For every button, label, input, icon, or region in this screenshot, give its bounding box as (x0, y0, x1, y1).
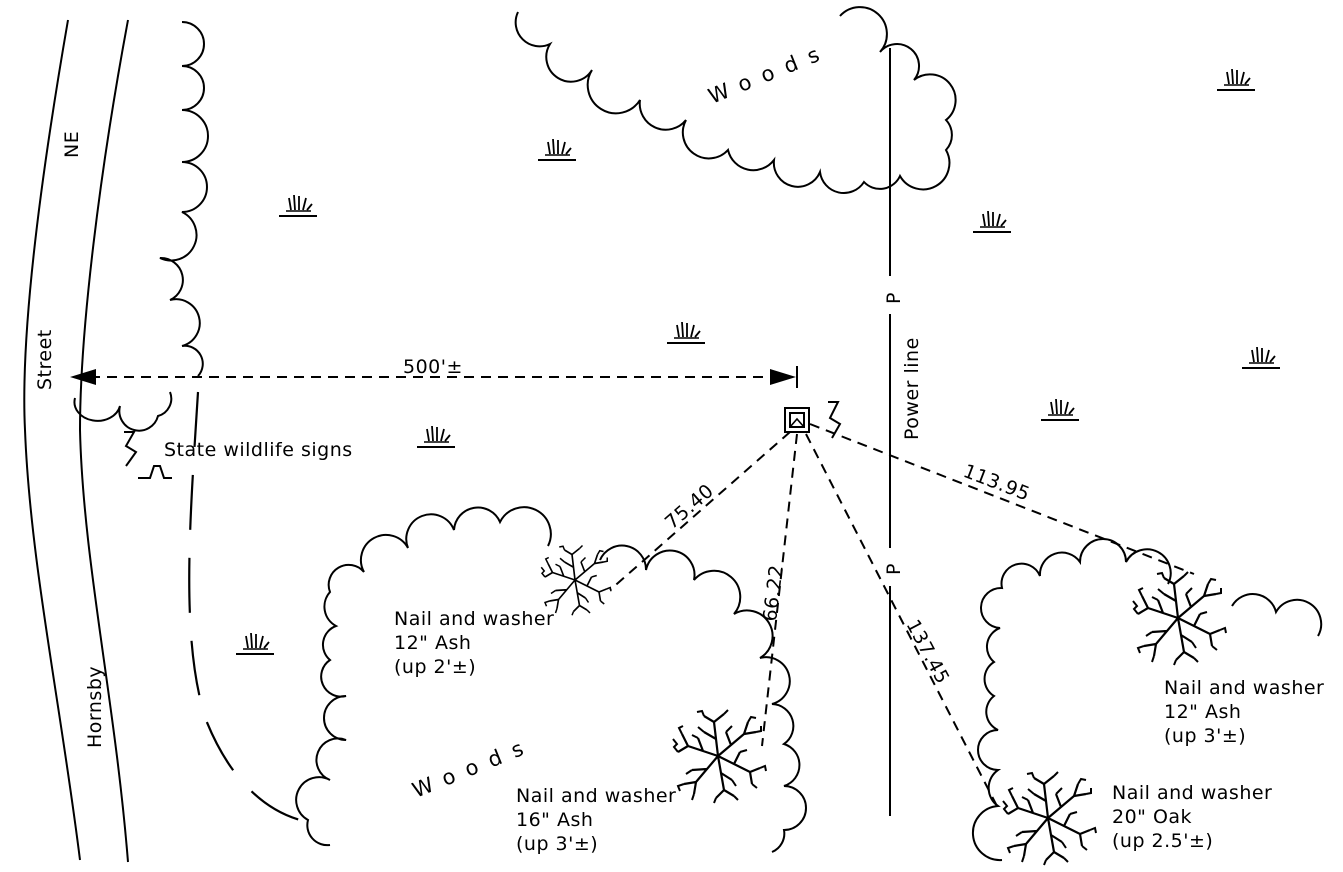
woods-boundary-west (159, 21, 209, 377)
tree-label: Nail and washer 12" Ash (up 2'±) (394, 608, 554, 678)
marsh-grass-icon (235, 632, 275, 655)
tree-label-line2: 16" Ash (516, 809, 593, 831)
woods-boundary-north (514, 6, 957, 195)
signs-label: State wildlife signs (164, 439, 353, 461)
marsh-grass-icon (1241, 346, 1281, 369)
distance-label: 137.45 (902, 616, 954, 688)
tree-icon (1131, 570, 1228, 667)
woods-boundary-west-end (73, 391, 173, 432)
tree-label-line1: Nail and washer (394, 608, 554, 630)
street-edge-east (78, 19, 129, 863)
marsh-grass-icon (972, 210, 1012, 233)
marsh-grass-icon (666, 321, 706, 344)
trail (188, 391, 301, 822)
tree-label: Nail and washer 20" Oak (up 2.5'±) (1112, 782, 1272, 852)
tree-label-line3: (up 2'±) (394, 656, 476, 678)
power-pole-mark: P (883, 292, 905, 304)
marsh-grass-icon (416, 425, 456, 448)
street-name-street: Street (34, 329, 56, 390)
tie-line (805, 433, 1001, 813)
marsh-grass-icon (278, 194, 318, 217)
woods-boundary-southeast (972, 538, 1323, 862)
arrowhead-east (770, 369, 796, 385)
tree-label-line2: 12" Ash (1164, 701, 1241, 723)
tree-icon (540, 544, 612, 617)
distance-label: 66.22 (759, 563, 788, 622)
marsh-grass-icon (1040, 398, 1080, 421)
tree-label: Nail and washer 12" Ash (up 3'±) (1164, 677, 1324, 747)
tree-label-line2: 12" Ash (394, 632, 471, 654)
tie-line (761, 433, 798, 747)
tree-label-line3: (up 2.5'±) (1112, 830, 1213, 852)
tree-icon (671, 708, 768, 805)
distance-label: 75.40 (661, 480, 718, 534)
power-line-label: Power line (901, 337, 923, 440)
street-name-ne: NE (61, 131, 83, 158)
tie-line (809, 423, 1195, 575)
marsh-grass-icon (537, 138, 577, 161)
tree-label: Nail and washer 16" Ash (up 3'±) (516, 785, 676, 855)
street-edge-west (23, 19, 81, 861)
tree-label-line3: (up 3'±) (1164, 725, 1246, 747)
sign-icon (828, 401, 842, 439)
tree-icon (1001, 770, 1098, 867)
tree-label-line2: 20" Oak (1112, 806, 1192, 828)
monument-icon (784, 407, 810, 433)
distance-to-street: 500'± (403, 356, 463, 378)
woods-label-north: Woods (705, 38, 834, 109)
street-name-hornsby: Hornsby (84, 666, 106, 748)
distance-label: 113.95 (960, 460, 1033, 505)
tree-label-line1: Nail and washer (1112, 782, 1272, 804)
arrowhead-west (70, 369, 96, 385)
tree-label-line1: Nail and washer (1164, 677, 1324, 699)
marsh-grass-icon (1216, 68, 1256, 91)
tree-label-line1: Nail and washer (516, 785, 676, 807)
power-pole-mark: P (883, 563, 905, 575)
tie-line (609, 431, 791, 591)
woods-boundary-southwest (295, 506, 807, 853)
sign-icon (124, 431, 172, 479)
tree-label-line3: (up 3'±) (516, 833, 598, 855)
